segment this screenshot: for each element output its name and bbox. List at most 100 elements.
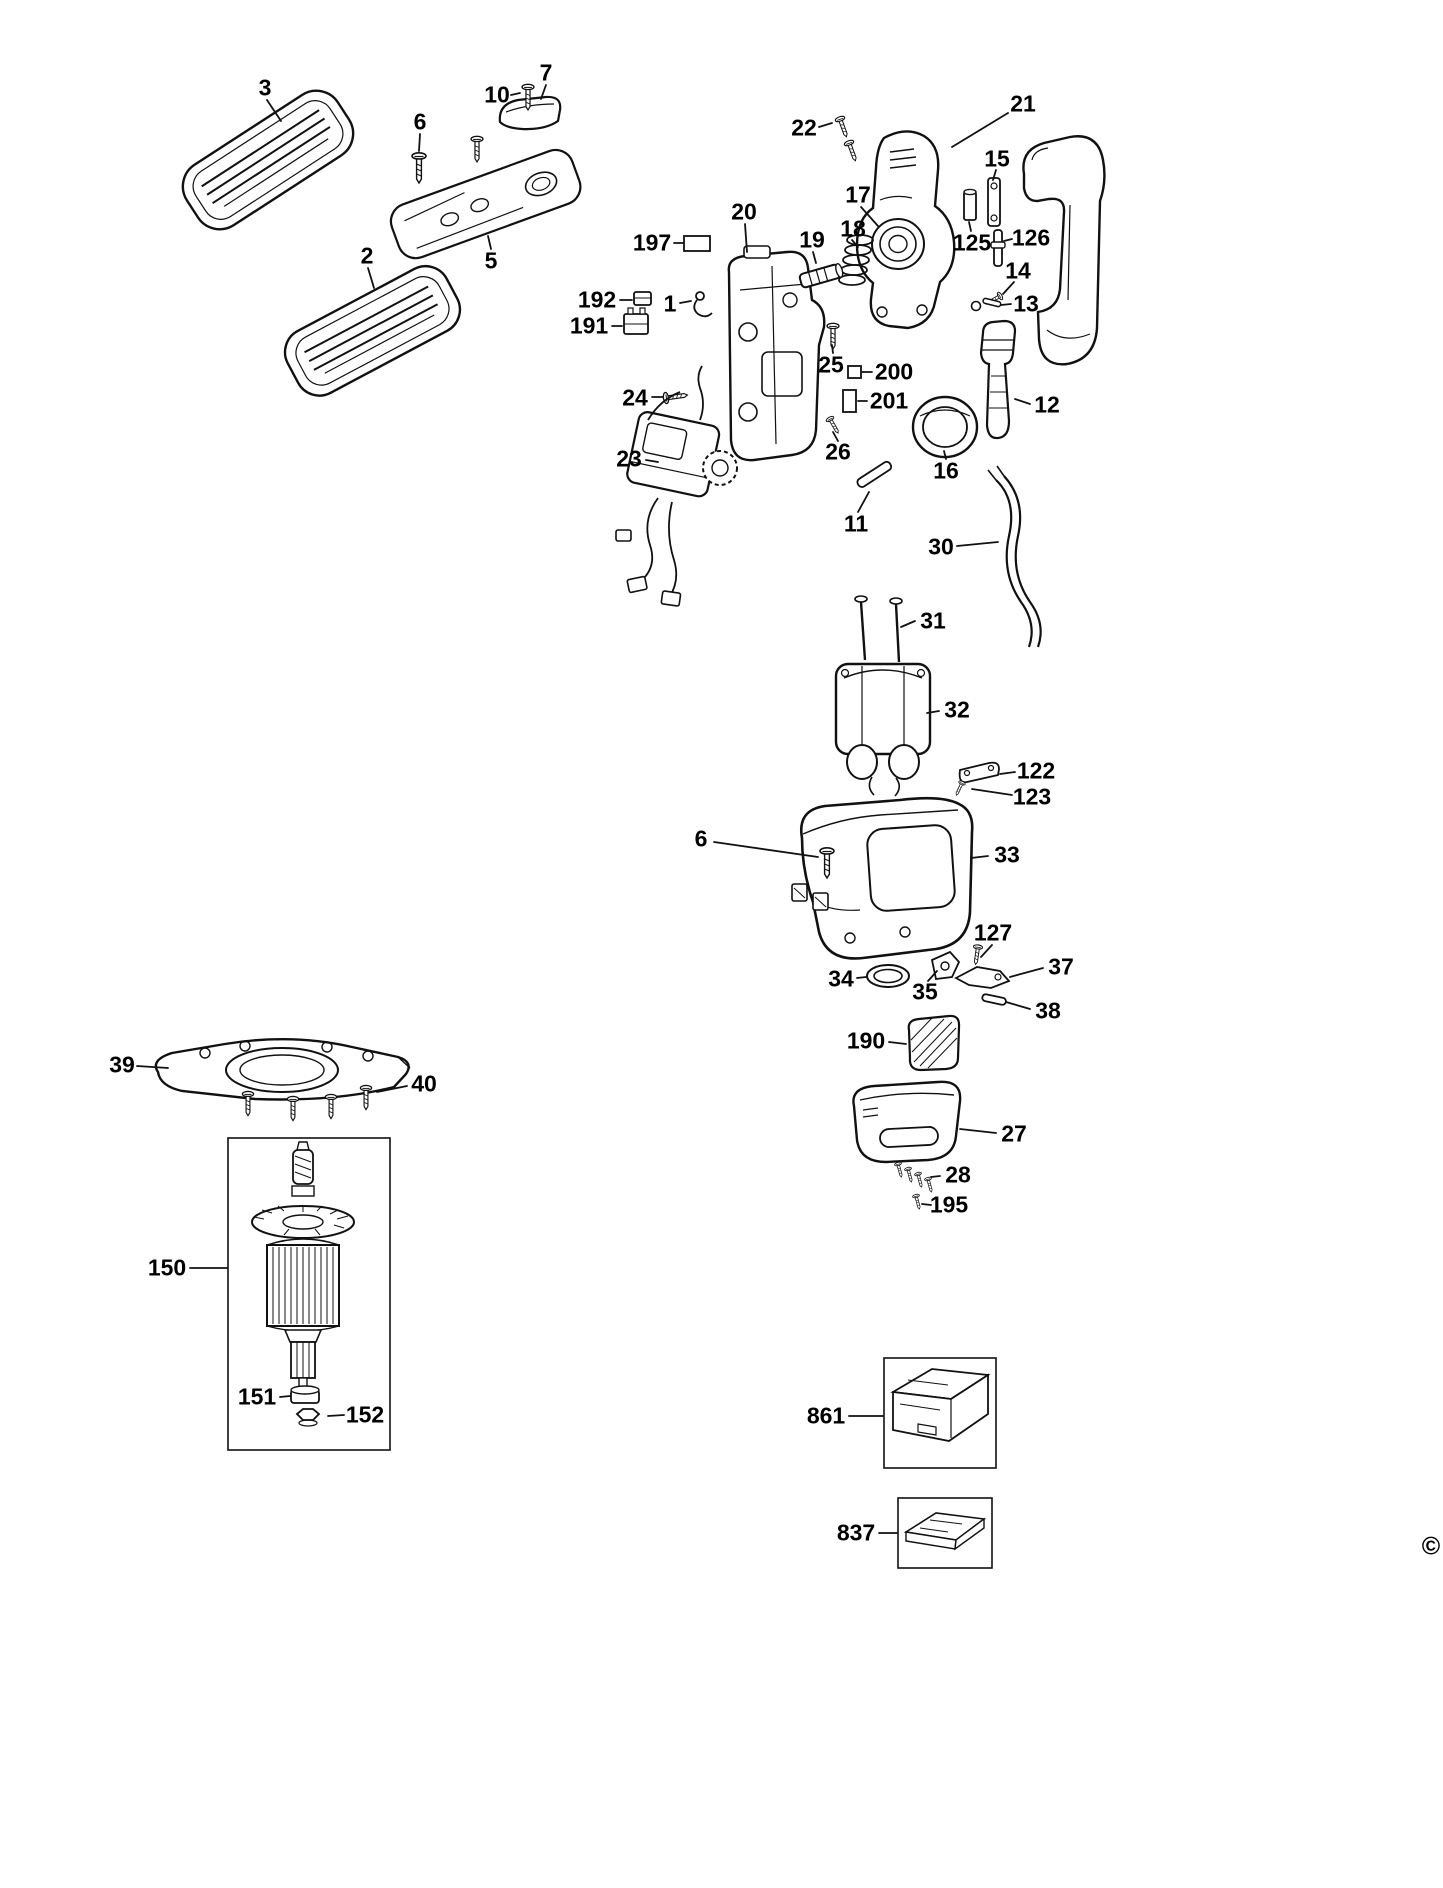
part-27-end-cap: [852, 1080, 962, 1164]
part-34-ring: [866, 964, 910, 988]
part-3-side-panel: [181, 89, 355, 231]
part-30-cord: [987, 465, 1042, 648]
part-28-screw-4: [923, 1176, 936, 1194]
part-label-11: 11: [843, 510, 869, 537]
part-125-sleeve: [963, 188, 977, 221]
part-123-screw: [952, 779, 967, 798]
part-28-screw-3: [913, 1171, 926, 1189]
part-195-screw: [911, 1193, 924, 1211]
part-label-191: 191: [569, 312, 609, 339]
part-label-24: 24: [622, 384, 648, 411]
part-190-baffle: [907, 1014, 961, 1072]
part-23-switch-assembly: [615, 365, 738, 607]
part-label-20: 20: [731, 198, 757, 225]
part-6-screw-top: [411, 152, 427, 184]
part-label-32: 32: [944, 696, 970, 723]
part-38-pin: [981, 993, 1007, 1006]
part-label-6-mid: 6: [694, 825, 708, 852]
part-label-201: 201: [869, 387, 909, 414]
part-191-connector: [623, 307, 649, 335]
part-12-grip: [979, 319, 1017, 440]
part-1-clip: [693, 291, 713, 318]
part-label-37: 37: [1048, 953, 1074, 980]
part-label-200: 200: [874, 358, 914, 385]
part-2-side-panel: [283, 264, 462, 397]
part-40-screw-4: [359, 1084, 373, 1111]
part-label-127: 127: [973, 919, 1013, 946]
part-13-hardware: [970, 297, 1002, 312]
cover-screw: [470, 135, 484, 163]
part-label-1: 1: [663, 290, 677, 317]
part-label-6-top: 6: [413, 108, 427, 135]
part-16-boot-ring: [911, 395, 979, 459]
part-17-housing-half: [855, 130, 956, 330]
part-label-30: 30: [928, 533, 954, 560]
part-label-5: 5: [484, 247, 498, 274]
part-label-192: 192: [577, 286, 617, 313]
part-label-21: 21: [1010, 90, 1036, 117]
part-label-18: 18: [840, 215, 866, 242]
part-label-151: 151: [237, 1383, 277, 1410]
part-label-23: 23: [616, 445, 642, 472]
part-11-rod: [856, 460, 893, 488]
part-label-26: 26: [825, 438, 851, 465]
part-192-clip: [633, 291, 652, 306]
part-20-inner-housing: [727, 245, 826, 462]
part-25-screw: [826, 322, 840, 350]
part-150-armature: [251, 1141, 355, 1391]
part-label-125: 125: [952, 229, 992, 256]
part-22-screw-1: [834, 114, 852, 139]
part-837-inlay: [897, 1497, 993, 1569]
part-label-150: 150: [147, 1254, 187, 1281]
part-label-28: 28: [945, 1161, 971, 1188]
part-label-197: 197: [632, 229, 672, 256]
part-label-123: 123: [1012, 783, 1052, 810]
part-label-837: 837: [836, 1519, 876, 1546]
part-label-3: 3: [258, 74, 272, 101]
part-40-screw-1: [241, 1090, 255, 1117]
part-39-baffle-plate: [154, 1037, 411, 1101]
part-label-34: 34: [828, 965, 854, 992]
part-35-bracket: [930, 950, 961, 980]
part-24-screw: [662, 388, 689, 405]
part-label-861: 861: [806, 1402, 846, 1429]
part-label-7: 7: [539, 59, 553, 86]
part-label-33: 33: [994, 841, 1020, 868]
part-126-pin: [990, 229, 1006, 267]
part-37-lever: [954, 966, 1011, 989]
part-label-27: 27: [1001, 1120, 1027, 1147]
part-label-2: 2: [360, 242, 374, 269]
part-200-plate: [847, 365, 862, 379]
part-22-screw-2: [843, 138, 861, 163]
part-40-screw-2: [286, 1095, 300, 1122]
part-label-40: 40: [411, 1070, 437, 1097]
part-15-bracket: [987, 177, 1001, 227]
part-152-nut: [295, 1408, 321, 1427]
part-197-plate: [683, 235, 711, 252]
part-5-top-cover: [389, 148, 582, 260]
part-28-screw-2: [903, 1166, 916, 1184]
part-33-gear-housing: [791, 796, 974, 960]
part-label-122: 122: [1016, 757, 1056, 784]
part-32-field-stator: [834, 662, 932, 797]
part-19-shaft: [798, 263, 844, 289]
part-label-12: 12: [1034, 391, 1060, 418]
part-150-armature-box: [227, 1137, 391, 1451]
part-label-31: 31: [920, 607, 946, 634]
part-151-bearing: [290, 1385, 320, 1404]
part-201-sleeve: [842, 389, 857, 413]
part-18-spring: [838, 234, 874, 286]
part-21-handle: [1022, 135, 1106, 366]
part-122-bracket: [958, 761, 1000, 784]
part-28-screw-1: [893, 1161, 906, 1179]
part-label-25: 25: [818, 351, 844, 378]
part-label-14: 14: [1005, 257, 1031, 284]
leader-lines: [136, 84, 1044, 1534]
part-label-22: 22: [791, 114, 817, 141]
part-label-19: 19: [799, 226, 825, 253]
part-label-152: 152: [345, 1401, 385, 1428]
part-31-screws: [854, 595, 903, 663]
part-127-screw: [970, 943, 984, 966]
